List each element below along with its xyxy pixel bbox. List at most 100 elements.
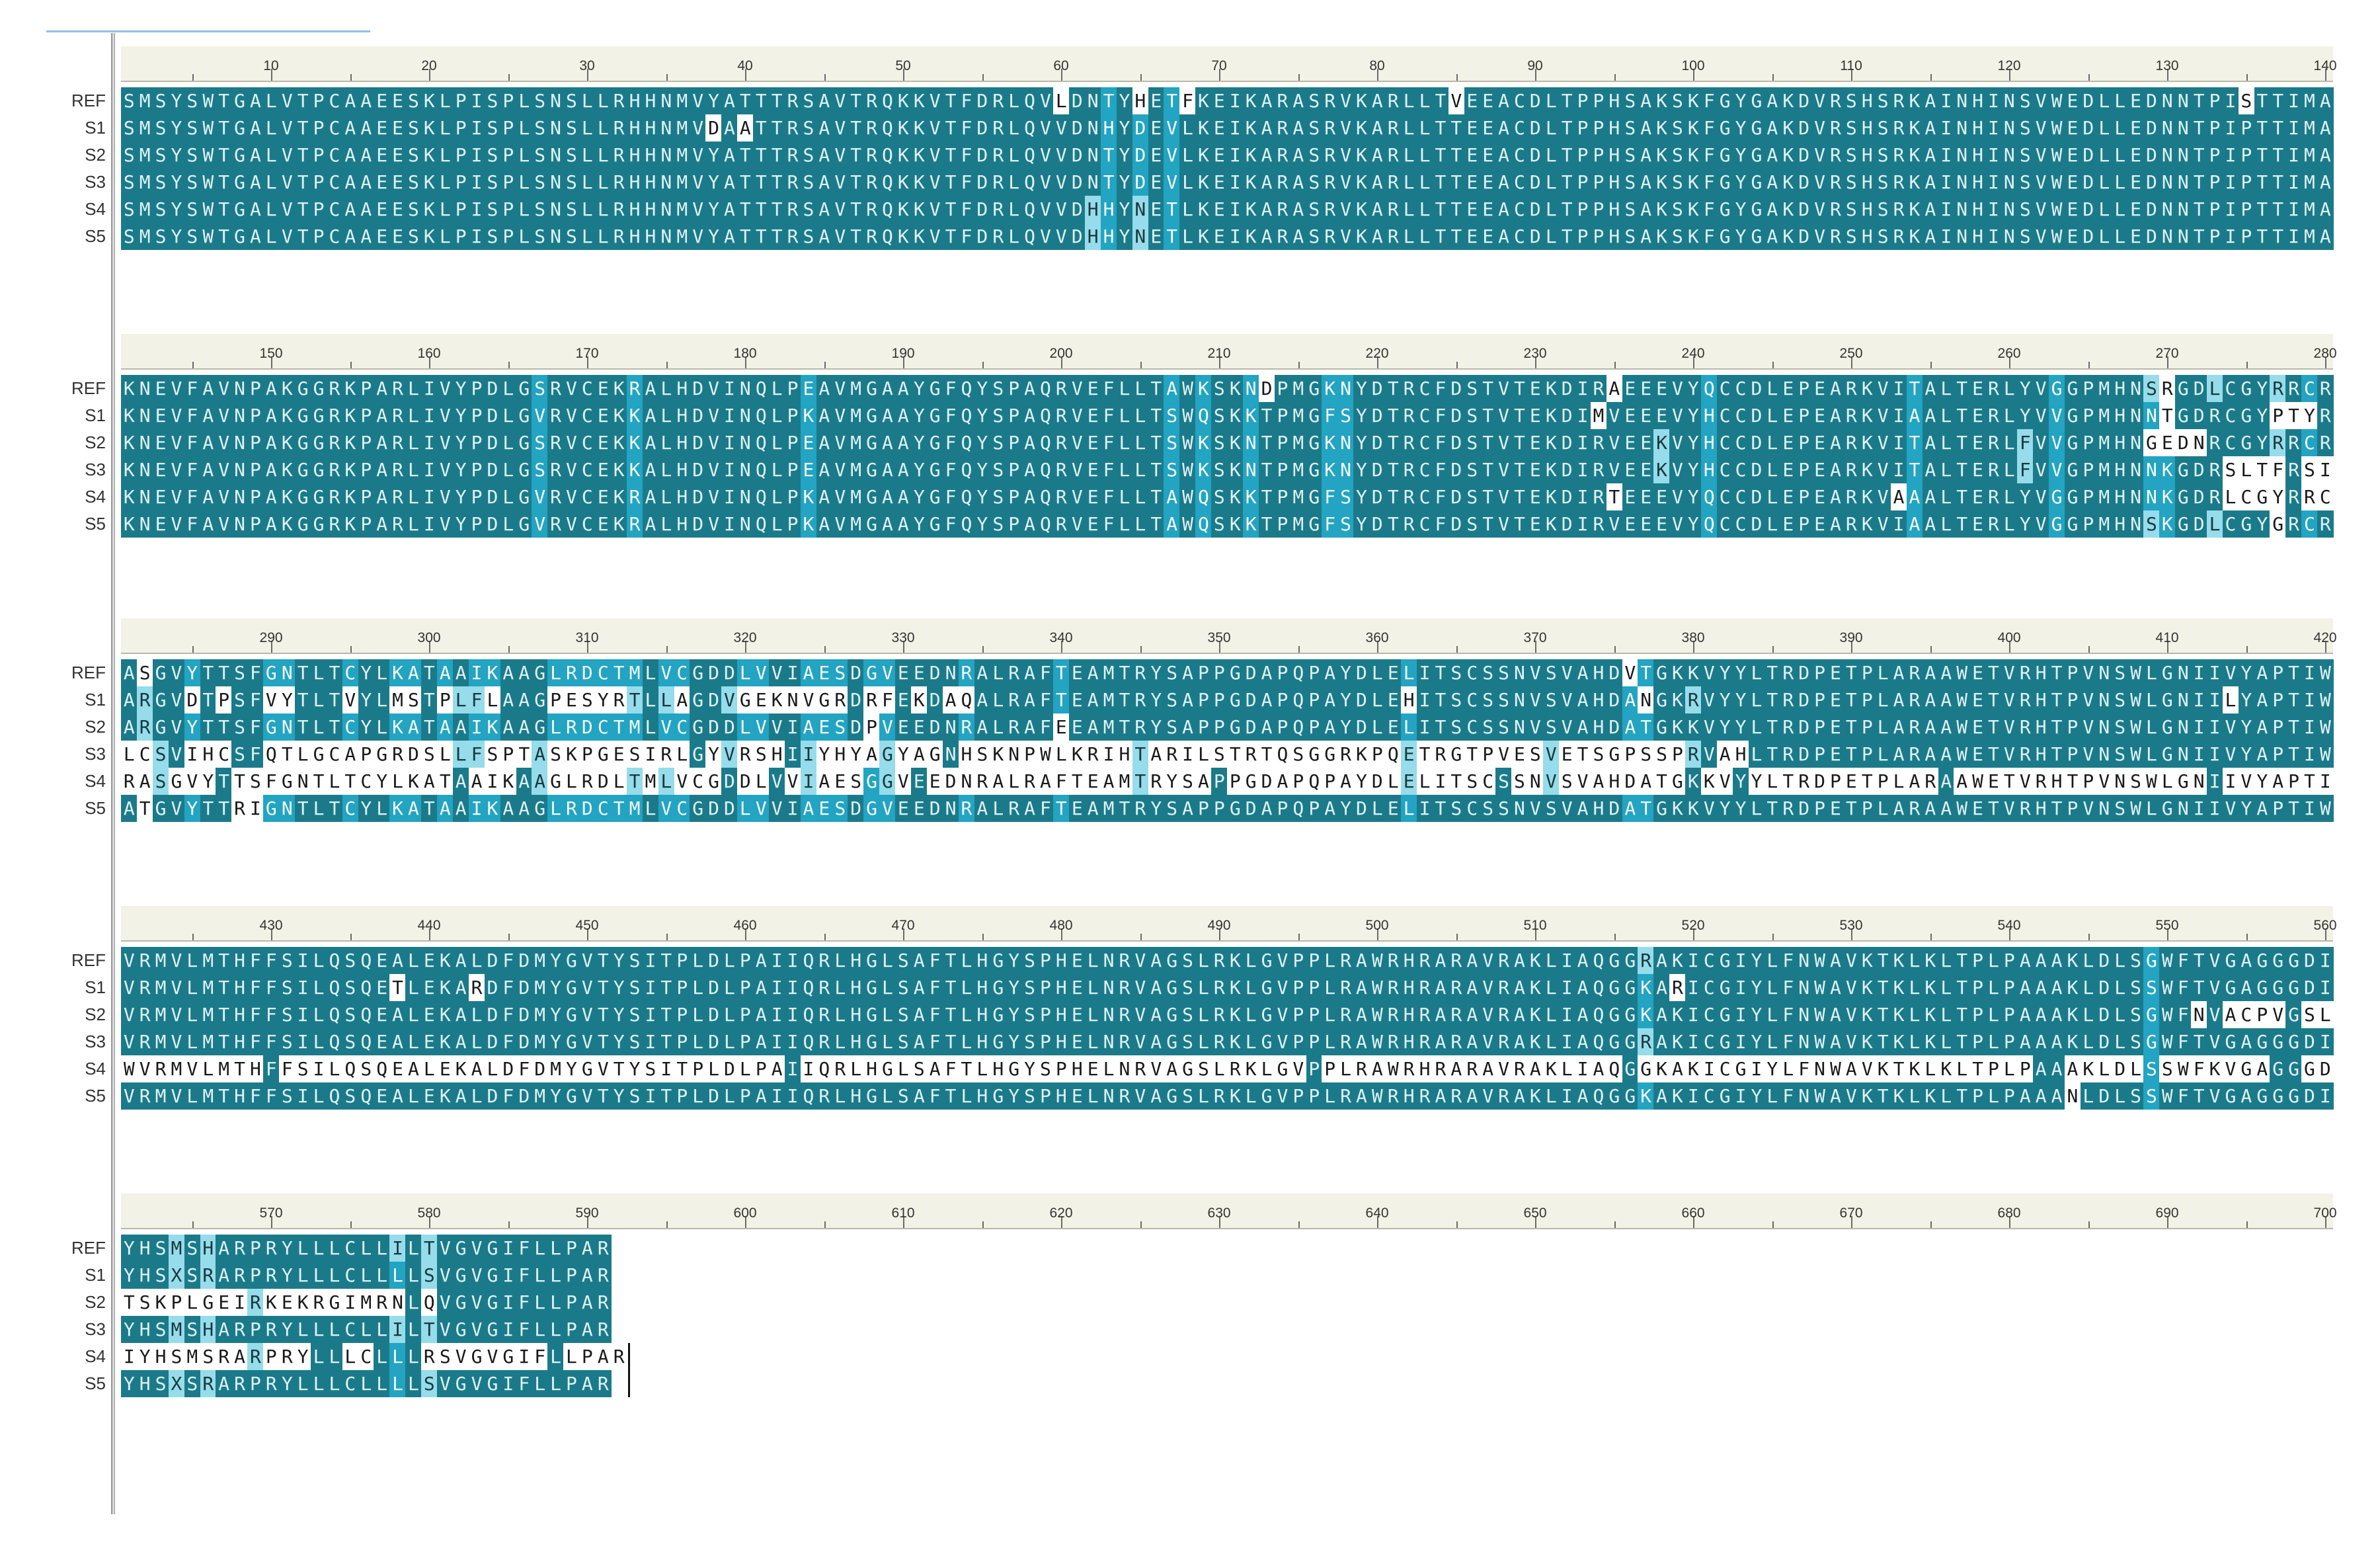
residue[interactable]: L bbox=[832, 974, 848, 1001]
residue[interactable]: P bbox=[1590, 196, 1607, 223]
residue[interactable]: L bbox=[516, 142, 532, 169]
residue[interactable]: G bbox=[452, 1316, 469, 1343]
residue[interactable]: I bbox=[1227, 169, 1244, 196]
residue[interactable]: N bbox=[1796, 947, 1812, 974]
residue[interactable]: V bbox=[1069, 375, 1086, 402]
residue[interactable]: T bbox=[1558, 223, 1575, 250]
residue[interactable]: A bbox=[500, 795, 517, 822]
residue[interactable]: Y bbox=[358, 795, 374, 822]
residue[interactable]: R bbox=[1495, 947, 1512, 974]
residue[interactable]: A bbox=[468, 1055, 485, 1082]
residue[interactable]: V bbox=[674, 768, 690, 795]
residue[interactable]: R bbox=[216, 1343, 232, 1370]
residue[interactable]: K bbox=[2159, 483, 2176, 510]
residue[interactable]: T bbox=[1258, 402, 1275, 429]
residue[interactable]: C bbox=[2301, 429, 2318, 456]
residue[interactable]: Y bbox=[1116, 223, 1133, 250]
residue[interactable]: N bbox=[547, 223, 564, 250]
residue[interactable]: N bbox=[2064, 1082, 2081, 1110]
residue[interactable]: H bbox=[1859, 87, 1876, 114]
residue[interactable]: P bbox=[468, 483, 485, 510]
residue[interactable]: E bbox=[1211, 142, 1228, 169]
residue[interactable]: F bbox=[958, 223, 975, 250]
residue[interactable]: P bbox=[2080, 768, 2097, 795]
residue[interactable]: R bbox=[958, 713, 975, 741]
residue[interactable]: T bbox=[2254, 456, 2270, 483]
residue[interactable]: A bbox=[1195, 768, 1212, 795]
residue[interactable]: V bbox=[216, 510, 232, 538]
residue[interactable]: E bbox=[1638, 429, 1654, 456]
residue[interactable]: R bbox=[1211, 974, 1228, 1001]
residue[interactable]: R bbox=[1400, 483, 1417, 510]
residue[interactable]: A bbox=[911, 1001, 928, 1028]
residue[interactable]: P bbox=[1969, 1028, 1986, 1055]
residue[interactable]: I bbox=[1732, 947, 1749, 974]
residue[interactable]: V bbox=[121, 1082, 138, 1110]
residue[interactable]: L bbox=[405, 1001, 422, 1028]
residue[interactable]: Y bbox=[1353, 768, 1370, 795]
residue[interactable]: L bbox=[2096, 196, 2112, 223]
sequence-name-label[interactable]: S5 bbox=[85, 514, 106, 534]
residue[interactable]: T bbox=[2254, 196, 2270, 223]
residue[interactable]: A bbox=[342, 87, 359, 114]
residue[interactable]: D bbox=[2080, 196, 2097, 223]
residue[interactable]: V bbox=[563, 402, 580, 429]
residue[interactable]: W bbox=[2317, 795, 2334, 822]
residue[interactable]: K bbox=[610, 456, 627, 483]
residue[interactable]: R bbox=[1906, 686, 1923, 713]
residue[interactable]: A bbox=[1148, 947, 1164, 974]
residue[interactable]: I bbox=[784, 974, 801, 1001]
residue[interactable]: T bbox=[1480, 510, 1496, 538]
residue[interactable]: V bbox=[1701, 741, 1718, 768]
residue[interactable]: E bbox=[895, 713, 912, 741]
residue[interactable]: V bbox=[1701, 686, 1718, 713]
residue[interactable]: E bbox=[216, 1289, 232, 1316]
residue[interactable]: A bbox=[2032, 1082, 2049, 1110]
residue[interactable]: A bbox=[1606, 375, 1623, 402]
residue[interactable]: E bbox=[1622, 402, 1638, 429]
residue[interactable]: M bbox=[136, 87, 153, 114]
residue[interactable]: Q bbox=[1590, 1082, 1607, 1110]
residue[interactable]: M bbox=[2096, 402, 2112, 429]
residue[interactable]: A bbox=[1922, 659, 1939, 686]
residue[interactable]: G bbox=[863, 483, 880, 510]
residue[interactable]: K bbox=[626, 402, 643, 429]
residue[interactable]: I bbox=[1685, 1082, 1702, 1110]
residue[interactable]: A bbox=[2317, 196, 2334, 223]
residue[interactable]: R bbox=[1827, 142, 1844, 169]
residue[interactable]: F bbox=[2270, 456, 2286, 483]
residue[interactable]: L bbox=[1084, 1082, 1101, 1110]
residue[interactable]: I bbox=[1685, 1001, 1702, 1028]
residue[interactable]: H bbox=[1590, 713, 1607, 741]
residue[interactable]: G bbox=[294, 483, 311, 510]
residue[interactable]: G bbox=[2175, 402, 2192, 429]
residue[interactable]: V bbox=[832, 483, 848, 510]
residue[interactable]: S bbox=[895, 1028, 912, 1055]
residue[interactable]: E bbox=[1084, 375, 1101, 402]
residue[interactable]: Y bbox=[2254, 402, 2270, 429]
residue[interactable]: Y bbox=[168, 114, 185, 142]
residue[interactable]: S bbox=[152, 169, 169, 196]
residue[interactable]: I bbox=[1985, 87, 2002, 114]
residue[interactable]: F bbox=[500, 947, 517, 974]
residue[interactable]: L bbox=[310, 1262, 327, 1289]
residue[interactable]: R bbox=[1827, 87, 1844, 114]
residue[interactable]: P bbox=[1006, 483, 1022, 510]
residue[interactable]: I bbox=[1574, 456, 1591, 483]
residue[interactable]: R bbox=[1416, 1082, 1433, 1110]
residue[interactable]: G bbox=[516, 375, 532, 402]
residue[interactable]: Y bbox=[452, 402, 469, 429]
residue[interactable]: G bbox=[863, 947, 880, 974]
residue[interactable]: L bbox=[1195, 741, 1212, 768]
residue[interactable]: T bbox=[121, 1289, 138, 1316]
residue[interactable]: L bbox=[2112, 974, 2128, 1001]
residue[interactable]: T bbox=[2285, 659, 2302, 686]
residue[interactable]: R bbox=[1400, 1055, 1417, 1082]
residue[interactable]: R bbox=[1116, 1028, 1133, 1055]
residue[interactable]: G bbox=[231, 114, 248, 142]
residue[interactable]: G bbox=[990, 1082, 1006, 1110]
residue[interactable]: L bbox=[879, 1082, 896, 1110]
residue[interactable]: S bbox=[1021, 1001, 1038, 1028]
residue[interactable]: G bbox=[263, 795, 280, 822]
residue[interactable]: R bbox=[784, 223, 801, 250]
